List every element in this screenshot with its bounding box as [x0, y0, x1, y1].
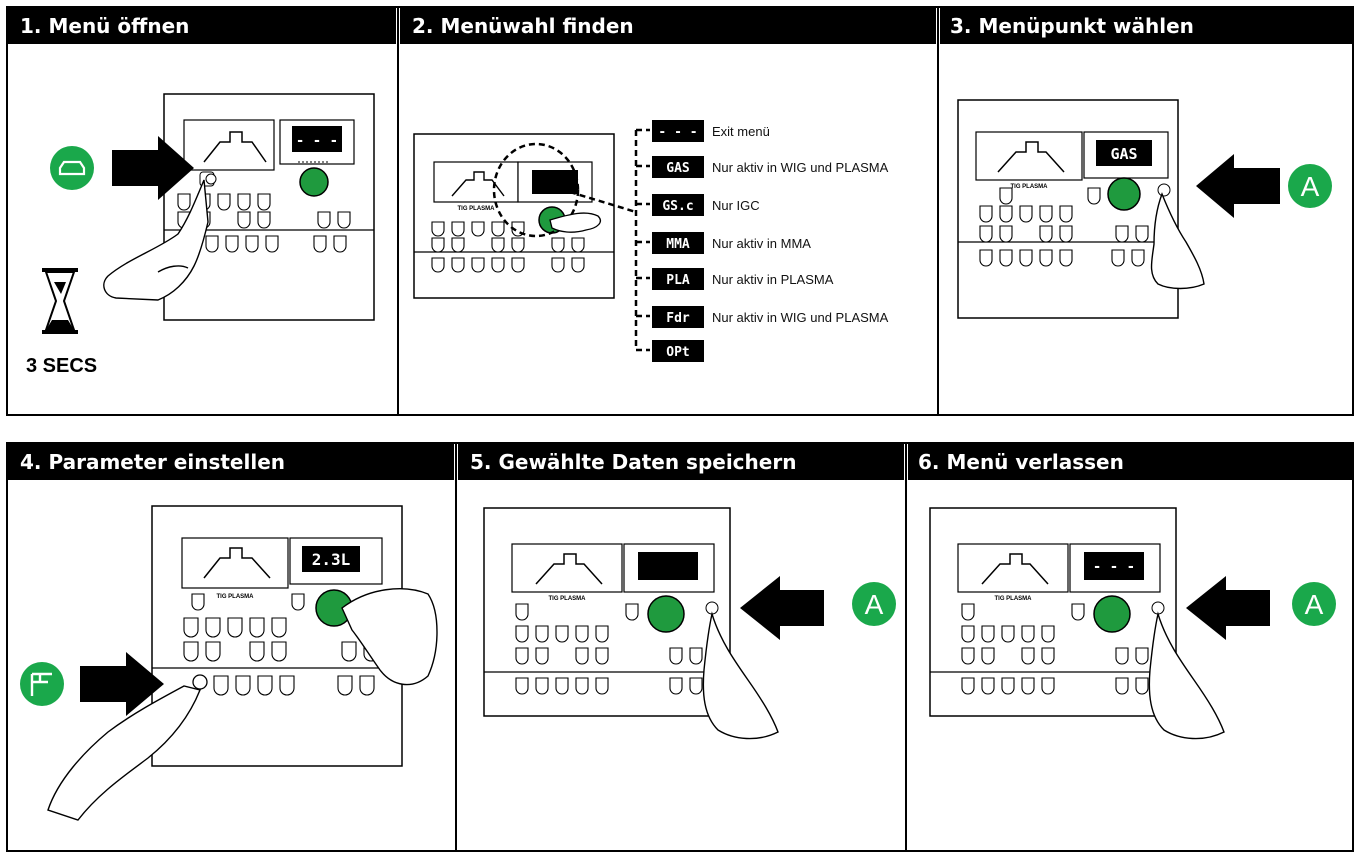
- menu-item: GS.c Nur IGC: [652, 194, 760, 216]
- divider: [905, 444, 907, 850]
- arrow-left-icon: [1186, 576, 1270, 640]
- arrow-right-icon: [80, 652, 164, 716]
- bottom-header-bar: 4. Parameter einstellen 5. Gewählte Date…: [8, 444, 1352, 480]
- button-a-label: A: [865, 589, 884, 620]
- menu-item: GAS Nur aktiv in WIG und PLASMA: [652, 156, 889, 178]
- button-a-icon: A: [1288, 164, 1332, 208]
- menu-label: Nur aktiv in WIG und PLASMA: [712, 310, 889, 325]
- pedal-icon: [20, 662, 64, 706]
- timer-label: 3 SECS: [26, 355, 97, 377]
- hand-icon: [103, 179, 209, 301]
- menu-label: Exit menü: [712, 124, 770, 139]
- step-6-title: 6. Menü verlassen: [918, 450, 1124, 474]
- step-5-illustration: TIG PLASMA A: [483, 507, 896, 740]
- control-panel: TIG PLASMA: [483, 507, 731, 717]
- hand-icon: [1148, 611, 1225, 740]
- step-4-illustration: TIG PLASMA 2.3L: [20, 505, 438, 821]
- menu-item: MMA Nur aktiv in MMA: [652, 232, 811, 254]
- menu-tree: [634, 128, 650, 352]
- top-header-bar: 1. Menü öffnen 2. Menüwahl finden 3. Men…: [8, 8, 1352, 44]
- panel-label: TIG PLASMA: [549, 596, 587, 602]
- menu-item: OPt: [652, 340, 704, 362]
- menu-code: OPt: [666, 345, 689, 360]
- menu-item: Fdr Nur aktiv in WIG und PLASMA: [652, 306, 889, 328]
- panel-label: TIG PLASMA: [1011, 184, 1049, 190]
- divider: [455, 444, 457, 850]
- panel-label: TIG PLASMA: [458, 206, 496, 212]
- hand-icon: [702, 611, 779, 740]
- menu-code: Fdr: [666, 311, 690, 326]
- panel-label: TIG PLASMA: [217, 594, 255, 600]
- divider: [937, 8, 939, 414]
- arrow-left-icon: [740, 576, 824, 640]
- menu-label: Nur IGC: [712, 198, 760, 213]
- menu-list: - - - Exit menü GAS Nur aktiv in WIG und…: [652, 120, 889, 362]
- menu-item: - - - Exit menü: [652, 120, 770, 142]
- divider: [397, 8, 399, 414]
- hourglass-icon: [42, 268, 78, 334]
- menu-code: GAS: [666, 161, 690, 176]
- display-text: - - -: [296, 133, 338, 149]
- display-text: GAS: [1110, 145, 1137, 163]
- menu-code: MMA: [666, 237, 690, 252]
- step-2-title: 2. Menüwahl finden: [412, 14, 634, 38]
- arrow-left-icon: [1196, 154, 1280, 218]
- button-a-icon: A: [1292, 582, 1336, 626]
- menu-code: PLA: [666, 273, 690, 288]
- step-4-title: 4. Parameter einstellen: [20, 450, 286, 474]
- top-row: 1. Menü öffnen 2. Menüwahl finden 3. Men…: [6, 6, 1354, 416]
- button-a-label: A: [1305, 589, 1324, 620]
- torch-icon: [50, 146, 94, 190]
- bottom-row: 4. Parameter einstellen 5. Gewählte Date…: [6, 442, 1354, 852]
- display-text: 2.3L: [312, 550, 351, 569]
- menu-label: Nur aktiv in PLASMA: [712, 272, 834, 287]
- hand-icon: [47, 588, 438, 821]
- control-panel: TIG PLASMA - - -: [929, 507, 1177, 717]
- menu-code: GS.c: [662, 199, 693, 214]
- step-3-title: 3. Menüpunkt wählen: [950, 14, 1194, 38]
- step-1-illustration: - - -: [26, 93, 375, 377]
- control-panel: TIG PLASMA: [413, 133, 637, 299]
- panel-label: TIG PLASMA: [995, 596, 1033, 602]
- step-3-illustration: TIG PLASMA GAS A: [957, 99, 1332, 319]
- menu-label: Nur aktiv in MMA: [712, 236, 811, 251]
- step-1-title: 1. Menü öffnen: [20, 14, 190, 38]
- menu-item: PLA Nur aktiv in PLASMA: [652, 268, 834, 290]
- menu-code: - - -: [658, 125, 697, 140]
- arrow-right-icon: [112, 136, 194, 200]
- hand-icon: [1150, 192, 1205, 290]
- step-2-illustration: TIG PLASMA - - - Exit menü: [413, 120, 889, 362]
- step-6-illustration: TIG PLASMA - - - A: [929, 507, 1336, 740]
- control-panel: TIG PLASMA GAS: [957, 99, 1179, 319]
- display-text: - - -: [1093, 559, 1135, 575]
- button-a-label: A: [1301, 171, 1320, 202]
- control-panel: - - -: [163, 93, 375, 321]
- step-5-title: 5. Gewählte Daten speichern: [470, 450, 797, 474]
- menu-label: Nur aktiv in WIG und PLASMA: [712, 160, 889, 175]
- button-a-icon: A: [852, 582, 896, 626]
